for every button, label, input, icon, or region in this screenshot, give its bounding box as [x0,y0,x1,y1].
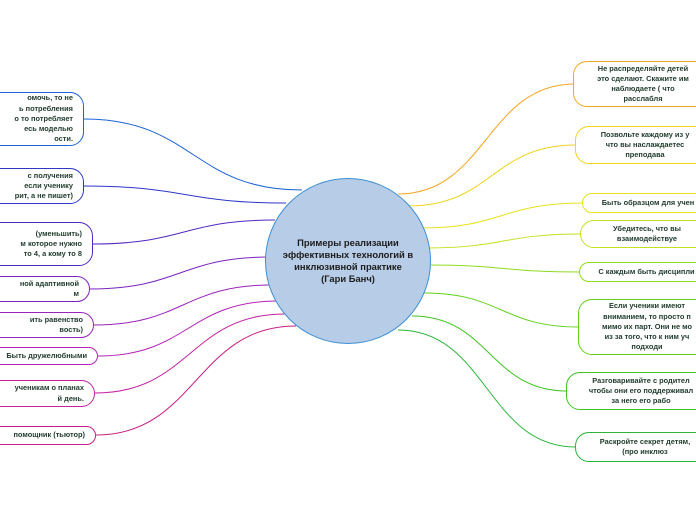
right-topic-node[interactable]: Быть образцом для учен [582,193,696,213]
node-line: омочь, то не [27,93,73,103]
node-line: Убедитесь, что вы [613,223,681,233]
node-line: расслабля [623,94,663,104]
central-topic-line: эффективных технологий в [282,248,414,260]
node-line: (уменьшить) [35,228,82,238]
connector-right [423,292,580,328]
node-line: вниманием, то просто п [603,311,691,321]
connector-right [407,144,577,207]
node-line: наблюдаете ( что [611,84,675,93]
connector-right [425,233,582,249]
node-line: что вы наслаждаетес [605,139,685,149]
central-topic[interactable]: Примеры реализации эффективных технологи… [265,178,431,344]
connector-right [411,315,568,392]
node-line: Быть образцом для учен [601,197,695,207]
right-topic-node[interactable]: С каждым быть дисципли [579,262,696,282]
node-line: ной адаптивной [19,278,79,288]
node-line: с получения [27,170,73,180]
connector-right [420,202,584,229]
node-line: Не распределяйте детей [597,63,689,73]
connector-left [97,300,279,357]
node-line: Разговаривайте с родител [592,375,690,385]
node-line: из за того, что к ним уч [604,332,690,342]
node-line: о то потребляет [14,113,73,123]
connector-left [92,219,276,245]
connector-left [89,256,271,290]
node-line: рит, а не пишет) [14,191,73,201]
node-line: Раскройте секрет детям, [599,436,691,446]
node-line: ь потребления [19,103,73,113]
node-line: ученикам о планах [14,383,84,393]
central-topic-text: Примеры реализации эффективных технологи… [283,237,413,286]
central-topic-line: инклюзивной практике [294,261,402,272]
node-line: мимо их парт. Они не мо [601,321,693,331]
node-line: есь моделью [24,124,73,134]
node-line: Быть дружелюбными [6,350,87,360]
node-line: ить равенство [29,314,83,324]
connector-right [397,83,576,195]
connector-left [95,325,297,436]
node-line: подходи [631,342,663,352]
node-line: С каждым быть дисципли [598,266,695,276]
node-line: м [73,289,79,298]
central-topic-line: Примеры реализации [297,236,399,248]
node-line: преподава [625,150,665,160]
node-line: Позвольте каждому из у [600,129,690,139]
node-line: помощник (тьютор) [13,430,85,440]
left-topic-node[interactable]: Быть дружелюбными [0,347,98,365]
connector-left [83,118,303,191]
node-line: взаимодействуе [616,234,678,243]
node-line: вость) [59,325,83,334]
node-line: (про инклюз [622,447,668,456]
connector-right [427,264,581,273]
node-line: чтобы они его поддерживал [588,385,694,395]
node-line: м которое нужно [20,238,82,248]
node-line: ости. [54,134,73,144]
node-line: за него его рабо [611,396,671,406]
right-topic-node[interactable]: Раскройте секрет детям,(про инклюз [575,432,696,462]
left-topic-node[interactable]: помощник (тьютор) [0,426,96,445]
connector-left [83,185,287,204]
central-topic-line: (Гари Банч) [321,273,375,285]
connector-left [93,284,273,326]
node-line: если ученику [24,180,73,190]
node-line: й день. [57,393,84,403]
connector-right [397,329,577,448]
node-line: то 4, а кому то 8 [23,249,82,259]
connector-left [94,313,286,394]
node-line: это сделают. Скажите им [597,73,689,83]
node-line: Если ученики имеют [608,301,685,311]
